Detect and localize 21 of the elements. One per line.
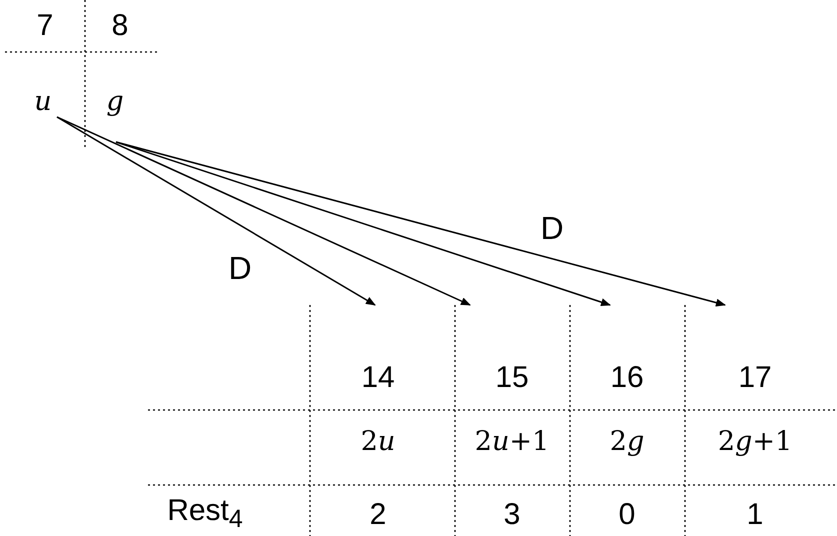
row-number: 8: [112, 9, 128, 43]
arrow: [56, 116, 376, 306]
arrow: [116, 141, 611, 306]
arrow: [56, 116, 471, 306]
column-number: 14: [361, 361, 395, 395]
arrow: [116, 141, 726, 307]
column-number: 15: [495, 361, 529, 395]
formula-cell-text: 2u: [360, 425, 396, 459]
table-value: 1: [746, 498, 764, 532]
variable-text: g: [106, 85, 124, 119]
column-number: 17: [738, 361, 772, 395]
table-value: 3: [504, 498, 520, 532]
formula-cell-text: 2u+1: [474, 425, 550, 459]
table-value: 0: [618, 498, 636, 532]
table-value: 2: [370, 498, 386, 532]
row-heading: Rest$_{4}$: [167, 494, 243, 535]
formula-cell-text: 2g: [610, 425, 644, 459]
column-number: 16: [610, 361, 644, 395]
row-number: 7: [36, 9, 54, 43]
variable-text: u: [34, 85, 52, 119]
formula-cell-text: 2g+1: [718, 425, 792, 459]
